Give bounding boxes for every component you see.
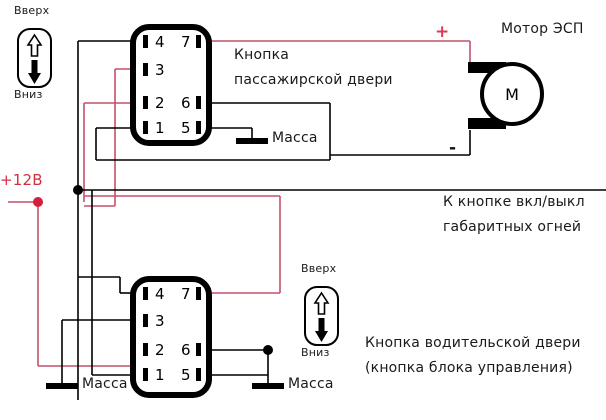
pin-label-u6: 6	[181, 94, 191, 112]
pin-label-u2: 2	[155, 94, 165, 112]
motor-symbol	[468, 62, 544, 129]
pin-stub-7-lower	[196, 287, 201, 300]
pin-stub-2-lower	[143, 343, 148, 356]
pin-stub-1	[143, 121, 148, 134]
pin-stub-6	[196, 96, 201, 109]
pin-label-u5: 5	[181, 119, 191, 137]
pin-stub-7	[196, 35, 201, 48]
direction-up-label-lower: Вверх	[301, 262, 337, 275]
passenger-switch-caption-line2: пассажирской двери	[234, 72, 393, 88]
direction-up-label-upper: Вверх	[14, 4, 50, 17]
black-wire-network	[61, 40, 606, 400]
pin-stub-4-lower	[143, 287, 148, 300]
motor-circle	[480, 62, 544, 126]
driver-switch-caption-line1: Кнопка водительской двери	[365, 335, 581, 351]
pin-stub-2	[143, 96, 148, 109]
direction-down-label-upper: Вниз	[14, 88, 43, 101]
pin-stub-4	[143, 35, 148, 48]
passenger-door-switch-body[interactable]	[130, 24, 212, 146]
pin-label-u1: 1	[155, 119, 165, 137]
pin-stub-3-lower	[143, 314, 148, 327]
pin-stub-1-lower	[143, 368, 148, 381]
pin-label-l5: 5	[181, 366, 191, 384]
pin-label-l6: 6	[181, 341, 191, 359]
pin-stub-3	[143, 63, 148, 76]
pin-stub-5	[196, 121, 201, 134]
pin-labels: 4 3 2 1 7 6 5 4 3 2 1 7 6 5	[155, 33, 191, 384]
arrow-down-solid-icon-lower	[315, 318, 328, 342]
ground-label-upper-right: Масса	[272, 130, 318, 146]
direction-indicator-upper-graphic	[17, 28, 52, 88]
pin-label-l1: 1	[155, 366, 165, 384]
ground-label-lower-right: Масса	[288, 376, 334, 392]
ground-label-lower-left: Масса	[82, 376, 128, 392]
junction-dot-lower-right	[263, 345, 273, 355]
ground-bar-lower-right	[252, 383, 284, 389]
motor-terminal-bottom	[468, 118, 506, 129]
direction-indicator-lower-graphic	[304, 286, 339, 346]
motor-plus-sign: +	[435, 22, 450, 42]
pin-stub-5-lower	[196, 368, 201, 381]
ground-bar-lower-left	[46, 383, 78, 389]
motor-letter: M	[505, 85, 519, 104]
motor-title-label: Мотор ЭСП	[501, 21, 584, 37]
motor-terminal-top	[468, 62, 506, 73]
arrow-up-outline-icon	[26, 33, 43, 57]
arrow-up-outline-icon-lower	[313, 291, 330, 315]
pin-label-l7: 7	[181, 285, 191, 303]
motor-minus-sign: -	[449, 138, 457, 158]
junction-dot-main-black	[73, 185, 83, 195]
parking-lights-note-line2: габаритных огней	[443, 219, 582, 235]
direction-down-label-lower: Вниз	[301, 346, 330, 359]
pin-stub-6-lower	[196, 343, 201, 356]
junction-dot-supply-red	[33, 197, 43, 207]
pin-label-u3: 3	[155, 61, 165, 79]
pin-label-u7: 7	[181, 33, 191, 51]
ground-bar-upper-right	[236, 138, 268, 144]
supply-voltage-label: +12В	[0, 171, 43, 189]
arrow-down-solid-icon	[28, 60, 41, 84]
driver-door-switch-body[interactable]	[130, 276, 212, 398]
pin-label-u4: 4	[155, 33, 165, 51]
passenger-switch-caption-line1: Кнопка	[234, 47, 290, 63]
pin-label-l2: 2	[155, 341, 165, 359]
driver-switch-caption-line2: (кнопка блока управления)	[365, 360, 573, 376]
red-wire-network	[8, 40, 471, 367]
pin-label-l3: 3	[155, 312, 165, 330]
parking-lights-note-line1: К кнопке вкл/выкл	[443, 194, 585, 210]
pin-label-l4: 4	[155, 285, 165, 303]
